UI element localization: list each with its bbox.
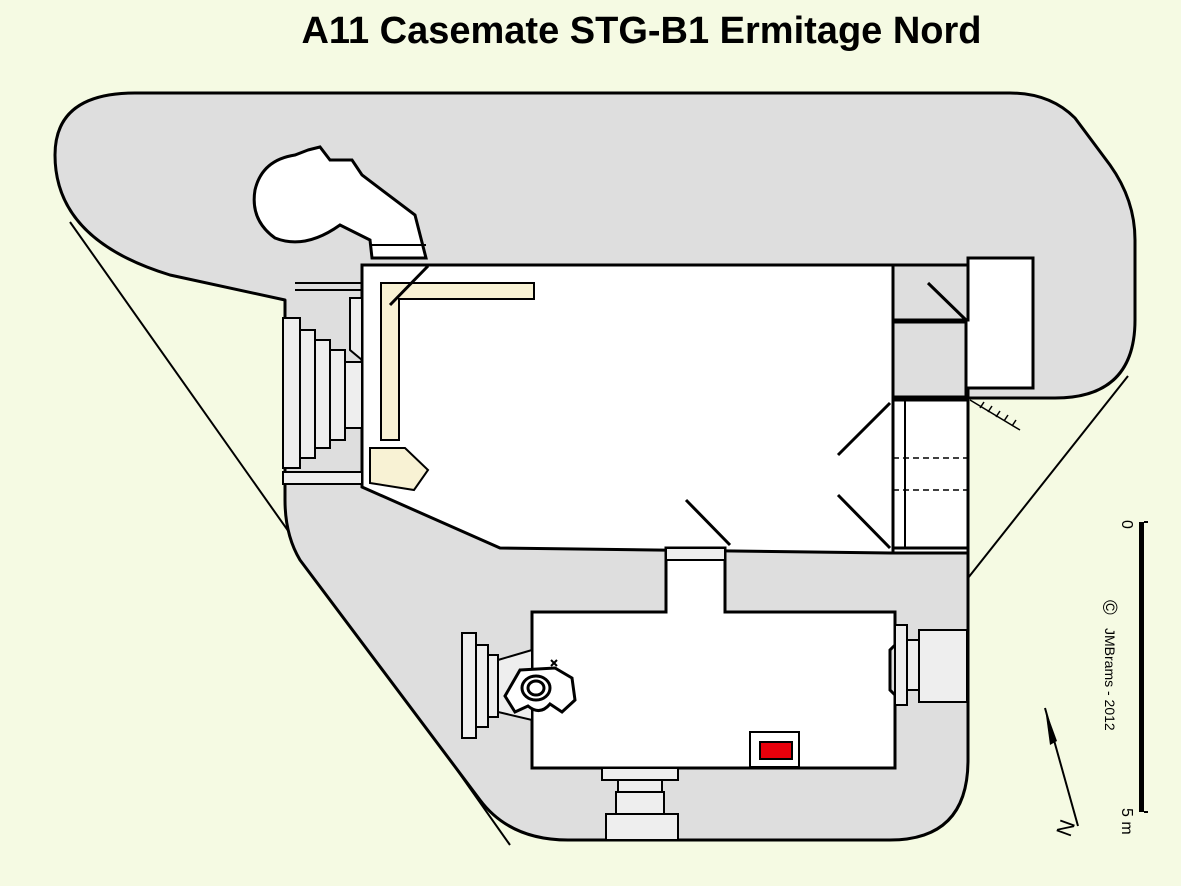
embrasure-east xyxy=(894,624,968,706)
bench-block xyxy=(369,447,430,492)
copyright-text: JMBrams - 2012 xyxy=(1102,628,1118,731)
toilet-icon xyxy=(503,659,577,714)
copyright-symbol: © xyxy=(1098,600,1120,615)
copyright-note: © JMBrams - 2012 xyxy=(1098,600,1120,731)
stove-icon xyxy=(749,731,800,768)
interior-pillar xyxy=(891,320,968,399)
observation-bell xyxy=(252,145,428,260)
doorway xyxy=(665,547,726,561)
door-swings xyxy=(388,264,968,550)
north-arrow-icon: N xyxy=(1044,707,1080,840)
scale-start-label: 0 xyxy=(1118,520,1135,529)
exit-ramp xyxy=(969,399,1021,431)
embrasure-south xyxy=(601,767,679,841)
scale-end-label: 5 m xyxy=(1118,808,1135,835)
scale-bar: 0 5 m xyxy=(1118,520,1148,835)
page-title: A11 Casemate STG-B1 Ermitage Nord xyxy=(301,10,982,52)
embrasure-west xyxy=(282,282,363,485)
